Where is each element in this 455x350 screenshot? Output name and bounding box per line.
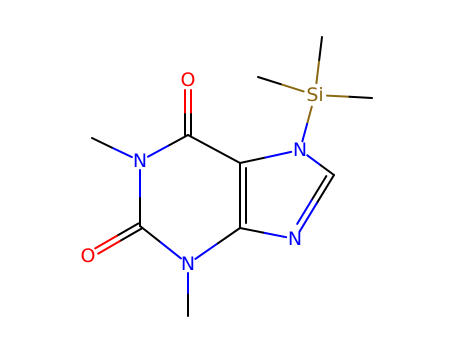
atom-label-n9: N xyxy=(288,228,302,250)
bond-c6-n1-b xyxy=(146,144,169,158)
atom-label-n1: N xyxy=(133,150,147,172)
atom-label-n7: N xyxy=(293,139,307,161)
bond-c2-o2-2-a xyxy=(118,227,143,243)
bond-c5-c6 xyxy=(187,134,241,164)
bond-c5-n7-a xyxy=(239,156,267,164)
atom-label-n3: N xyxy=(181,253,195,275)
bond-n3-c4-a xyxy=(194,242,219,260)
bond-n3-c4-b xyxy=(216,227,241,245)
bond-si-me3-b xyxy=(348,95,373,99)
bond-si-me2-b xyxy=(257,76,282,86)
atom-label-o2: O xyxy=(81,245,96,267)
bond-si-me2-a xyxy=(279,83,305,93)
bond-c2-n3-a xyxy=(139,225,162,244)
bond-c2-o2-2-b xyxy=(97,240,121,255)
atom-label-o6: O xyxy=(181,69,196,91)
atom-labels-layer: Si N N N N O O xyxy=(81,69,324,275)
bond-c8-n9-2-b xyxy=(296,199,313,225)
atom-label-si: Si xyxy=(306,84,323,106)
bond-c8-n9-2-a xyxy=(310,175,328,201)
bond-n9-c4-a xyxy=(262,231,288,239)
bond-n9-c4-b xyxy=(239,227,265,234)
bond-c6-n1-a xyxy=(167,134,189,147)
bond-si-n7-a xyxy=(306,105,313,125)
bond-c2-o2-b xyxy=(94,234,118,250)
bond-c8-n9-b xyxy=(298,202,318,233)
bond-c2-o2-a xyxy=(115,222,140,237)
bond-si-me1-a xyxy=(315,59,321,85)
bond-n1-men1-b xyxy=(91,137,113,149)
bond-c5-n7-b xyxy=(264,150,293,159)
bond-c8-n9-a xyxy=(315,174,335,205)
bond-si-me1-b xyxy=(318,36,323,61)
bond-si-n7-b xyxy=(301,122,309,143)
bonds-layer xyxy=(91,36,373,317)
bond-n7-c8-b xyxy=(319,164,335,176)
bond-n1-men1-a xyxy=(110,146,133,159)
bond-si-me3-a xyxy=(326,94,351,98)
bond-n7-c8-a xyxy=(306,154,322,167)
bond-c2-n3-b xyxy=(159,241,182,260)
